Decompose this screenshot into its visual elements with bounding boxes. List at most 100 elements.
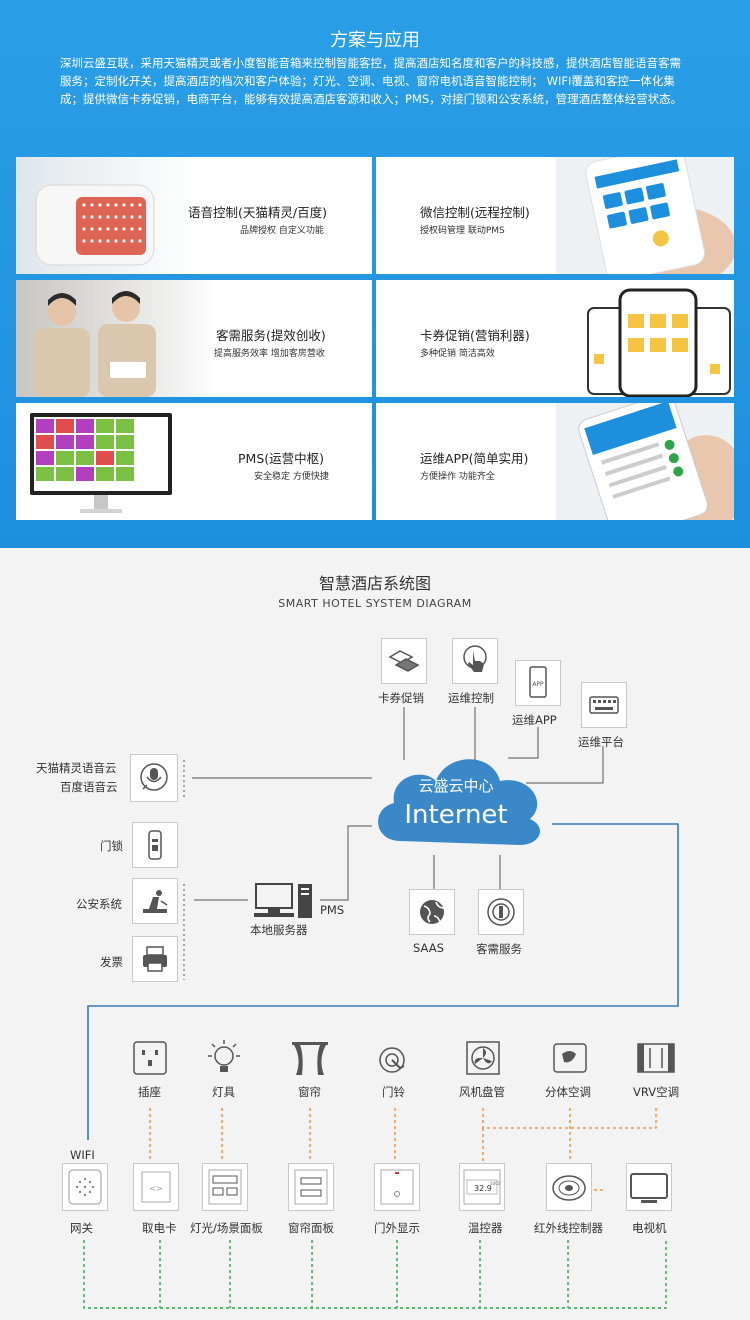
ops-app-label: 运维APP xyxy=(512,713,557,727)
cloud-icon: 云盛云中心 Internet xyxy=(378,759,541,845)
phone-hand-icon xyxy=(556,157,734,274)
ir-controller-icon xyxy=(552,1175,586,1201)
diagram-subtitle: SMART HOTEL SYSTEM DIAGRAM xyxy=(278,597,472,610)
curtain-panel-label: 窗帘面板 xyxy=(288,1221,334,1235)
door-display-node[interactable] xyxy=(374,1163,420,1211)
tv-icon xyxy=(630,1173,668,1203)
staff-photo-icon xyxy=(16,280,216,397)
curtain-panel-icon xyxy=(294,1169,328,1205)
ops-app-node[interactable]: APP xyxy=(515,660,561,706)
monitor-icon xyxy=(30,413,172,513)
split-ac-icon xyxy=(553,1043,587,1073)
ops-platform-node[interactable] xyxy=(581,682,627,728)
ir-controller-label: 红外线控制器 xyxy=(534,1221,603,1235)
cloud-internet-label: Internet xyxy=(404,800,507,830)
ops-control-node[interactable] xyxy=(452,638,498,684)
card-title: 卡券促销(营销利器) xyxy=(420,328,530,343)
officer-desk-icon xyxy=(143,890,168,913)
card-title: 微信控制(远程控制) xyxy=(420,205,530,220)
card-ops-app[interactable]: 运维APP(简单实用) 方便操作 功能齐全 xyxy=(376,403,734,520)
card-subtitle: 多种促销 简洁高效 xyxy=(420,349,495,359)
service-bell-icon xyxy=(487,898,515,926)
vrv-ac-label: VRV空调 xyxy=(633,1085,680,1099)
diagram-title: 智慧酒店系统图 xyxy=(318,574,431,593)
thermostat-small-reading: 1002 xyxy=(490,1181,501,1186)
card-service[interactable]: 客需服务(提效创收) 提高服务效率 增加客房营收 xyxy=(16,280,372,397)
coupon-label: 卡券促销 xyxy=(378,691,424,705)
socket-label: 插座 xyxy=(138,1085,161,1099)
coupon-node[interactable] xyxy=(381,638,427,684)
coupon-cards-icon xyxy=(388,650,420,672)
card-switch-node[interactable]: <> xyxy=(133,1163,179,1211)
curtain-panel-node[interactable] xyxy=(288,1163,334,1211)
keyboard-icon xyxy=(589,696,619,714)
ops-control-label: 运维控制 xyxy=(448,691,494,705)
light-panel-node[interactable] xyxy=(202,1163,248,1211)
gateway-node[interactable] xyxy=(62,1163,108,1211)
card-title: 客需服务(提效创收) xyxy=(216,328,326,343)
solutions-section: 方案与应用 深圳云盛互联，采用天猫精灵或者小度智能音箱来控制智能客控，提高酒店知… xyxy=(0,0,750,548)
smart-speaker-icon xyxy=(16,157,196,274)
card-title: PMS(运营中枢) xyxy=(238,451,325,466)
voice-cloud-label-1: 天猫精灵语音云 xyxy=(36,761,117,775)
card-subtitle: 安全稳定 方便快捷 xyxy=(254,472,329,482)
saas-node[interactable] xyxy=(409,889,455,935)
server-computer-icon xyxy=(254,883,312,918)
touch-hand-icon xyxy=(463,645,487,672)
police-system-label: 公安系统 xyxy=(76,897,122,911)
thermostat-label: 温控器 xyxy=(468,1221,503,1235)
wifi-label: WIFI xyxy=(70,1148,95,1162)
curtain-icon xyxy=(292,1042,328,1075)
guest-service-label: 客需服务 xyxy=(476,942,522,956)
ir-controller-node[interactable] xyxy=(546,1163,592,1211)
card-coupon[interactable]: 卡券促销(营销利器) 多种促销 简洁高效 xyxy=(376,280,734,397)
split-ac-label: 分体空调 xyxy=(545,1085,591,1099)
gateway-label: 网关 xyxy=(70,1221,93,1235)
tv-label: 电视机 xyxy=(632,1221,667,1235)
tv-node[interactable] xyxy=(626,1163,672,1211)
microphone-icon xyxy=(140,763,168,791)
fan-coil-icon xyxy=(466,1041,500,1075)
scene-panel-icon xyxy=(208,1169,242,1205)
police-system-node[interactable] xyxy=(132,878,178,924)
globe-icon xyxy=(420,900,445,924)
card-subtitle: 提高服务效率 增加客房营收 xyxy=(214,349,325,359)
app-badge: APP xyxy=(532,681,544,688)
guest-service-node[interactable] xyxy=(478,889,524,935)
voice-cloud-label-2: 百度语音云 xyxy=(60,780,118,794)
door-display-icon xyxy=(380,1169,414,1205)
voice-cloud-node[interactable] xyxy=(130,754,178,802)
card-subtitle: 方便操作 功能齐全 xyxy=(420,472,495,482)
printer-icon xyxy=(143,946,167,972)
card-voice-control[interactable]: 语音控制(天猫精灵/百度) 品牌授权 自定义功能 xyxy=(16,157,372,274)
invoice-node[interactable] xyxy=(132,936,178,982)
fan-coil-label: 风机盘管 xyxy=(459,1085,505,1099)
vrv-ac-icon xyxy=(637,1043,675,1073)
section-title: 方案与应用 xyxy=(330,30,420,51)
card-wechat-control[interactable]: 微信控制(远程控制) 授权码管理 联动PMS xyxy=(376,157,734,274)
light-panel-label: 灯光/场景面板 xyxy=(190,1221,263,1235)
phones-icon xyxy=(587,288,731,397)
doorbell-label: 门铃 xyxy=(382,1085,405,1099)
gateway-speaker-icon xyxy=(68,1169,102,1205)
card-title: 运维APP(简单实用) xyxy=(420,451,529,466)
key-card-slot-icon: <> xyxy=(141,1171,171,1203)
card-pms[interactable]: PMS(运营中枢) 安全稳定 方便快捷 xyxy=(16,403,372,520)
thermostat-reading: 32.9 xyxy=(474,1184,492,1193)
doorbell-icon xyxy=(379,1047,405,1073)
card-subtitle: 授权码管理 联动PMS xyxy=(420,226,505,236)
door-lock-node[interactable] xyxy=(132,822,178,868)
lock-icon xyxy=(148,830,162,860)
saas-label: SAAS xyxy=(413,941,444,955)
ops-platform-label: 运维平台 xyxy=(578,735,624,749)
card-subtitle: 品牌授权 自定义功能 xyxy=(240,226,324,236)
door-lock-label: 门锁 xyxy=(100,839,123,853)
invoice-label: 发票 xyxy=(100,955,123,969)
socket-icon xyxy=(133,1041,167,1075)
door-display-label: 门外显示 xyxy=(374,1221,420,1235)
card-switch-label: 取电卡 xyxy=(142,1221,177,1235)
lamp-icon xyxy=(208,1040,240,1072)
svg-text:<>: <> xyxy=(149,1184,162,1193)
